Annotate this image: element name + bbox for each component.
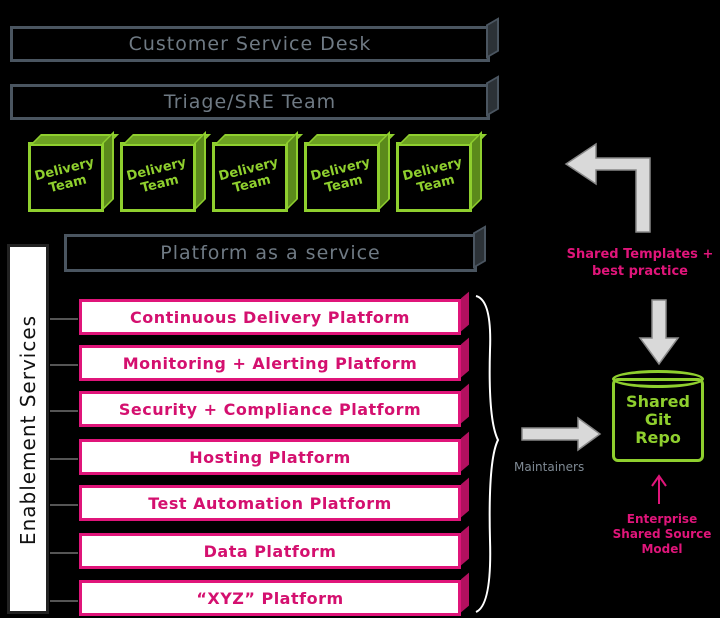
delivery-team-2: Delivery Team	[120, 142, 196, 212]
shared-templates-label: Shared Templates + best practice	[566, 247, 714, 279]
customer-service-desk-label: Customer Service Desk	[128, 33, 372, 55]
repo-label: Shared Git Repo	[626, 392, 690, 447]
delivery-team-5: Delivery Team	[396, 142, 472, 212]
platform-xyz: “XYZ” Platform	[79, 580, 461, 616]
triage-sre-label: Triage/SRE Team	[163, 91, 337, 113]
platform-label: “XYZ” Platform	[196, 588, 344, 608]
customer-service-desk-layer: Customer Service Desk	[10, 26, 490, 62]
connector-tick	[50, 364, 78, 366]
connector-tick	[50, 552, 78, 554]
platform-monitoring-alerting: Monitoring + Alerting Platform	[79, 345, 461, 381]
connector-tick	[50, 410, 78, 412]
bent-arrow-icon	[564, 142, 651, 233]
connector-tick	[50, 504, 78, 506]
platform-data: Data Platform	[79, 533, 461, 569]
connector-tick	[50, 458, 78, 460]
delivery-team-4: Delivery Team	[304, 142, 380, 212]
platform-continuous-delivery: Continuous Delivery Platform	[79, 299, 461, 335]
platform-label: Monitoring + Alerting Platform	[122, 353, 418, 373]
maintainers-label: Maintainers	[514, 460, 585, 474]
enablement-services-box	[7, 244, 49, 614]
shared-git-repo: Shared Git Repo	[612, 378, 704, 462]
platform-security-compliance: Security + Compliance Platform	[79, 391, 461, 427]
platform-label: Hosting Platform	[189, 447, 351, 467]
delivery-team-1: Delivery Team	[28, 142, 104, 212]
platform-label: Continuous Delivery Platform	[130, 307, 410, 327]
paas-label: Platform as a service	[160, 242, 381, 264]
platform-label: Test Automation Platform	[148, 493, 392, 513]
platform-label: Security + Compliance Platform	[118, 399, 422, 419]
connector-tick	[50, 318, 78, 320]
connector-tick	[50, 600, 78, 602]
curly-brace	[475, 295, 500, 613]
platform-label: Data Platform	[203, 541, 337, 561]
down-arrow-icon	[638, 299, 680, 366]
maintainers-arrow-icon	[521, 416, 602, 452]
enterprise-model-label: Enterprise Shared Source Model	[612, 512, 712, 556]
platform-test-automation: Test Automation Platform	[79, 485, 461, 521]
platform-hosting: Hosting Platform	[79, 439, 461, 475]
delivery-team-3: Delivery Team	[212, 142, 288, 212]
pink-up-arrow-icon	[651, 474, 667, 504]
paas-layer: Platform as a service	[64, 234, 477, 272]
triage-sre-layer: Triage/SRE Team	[10, 84, 490, 120]
